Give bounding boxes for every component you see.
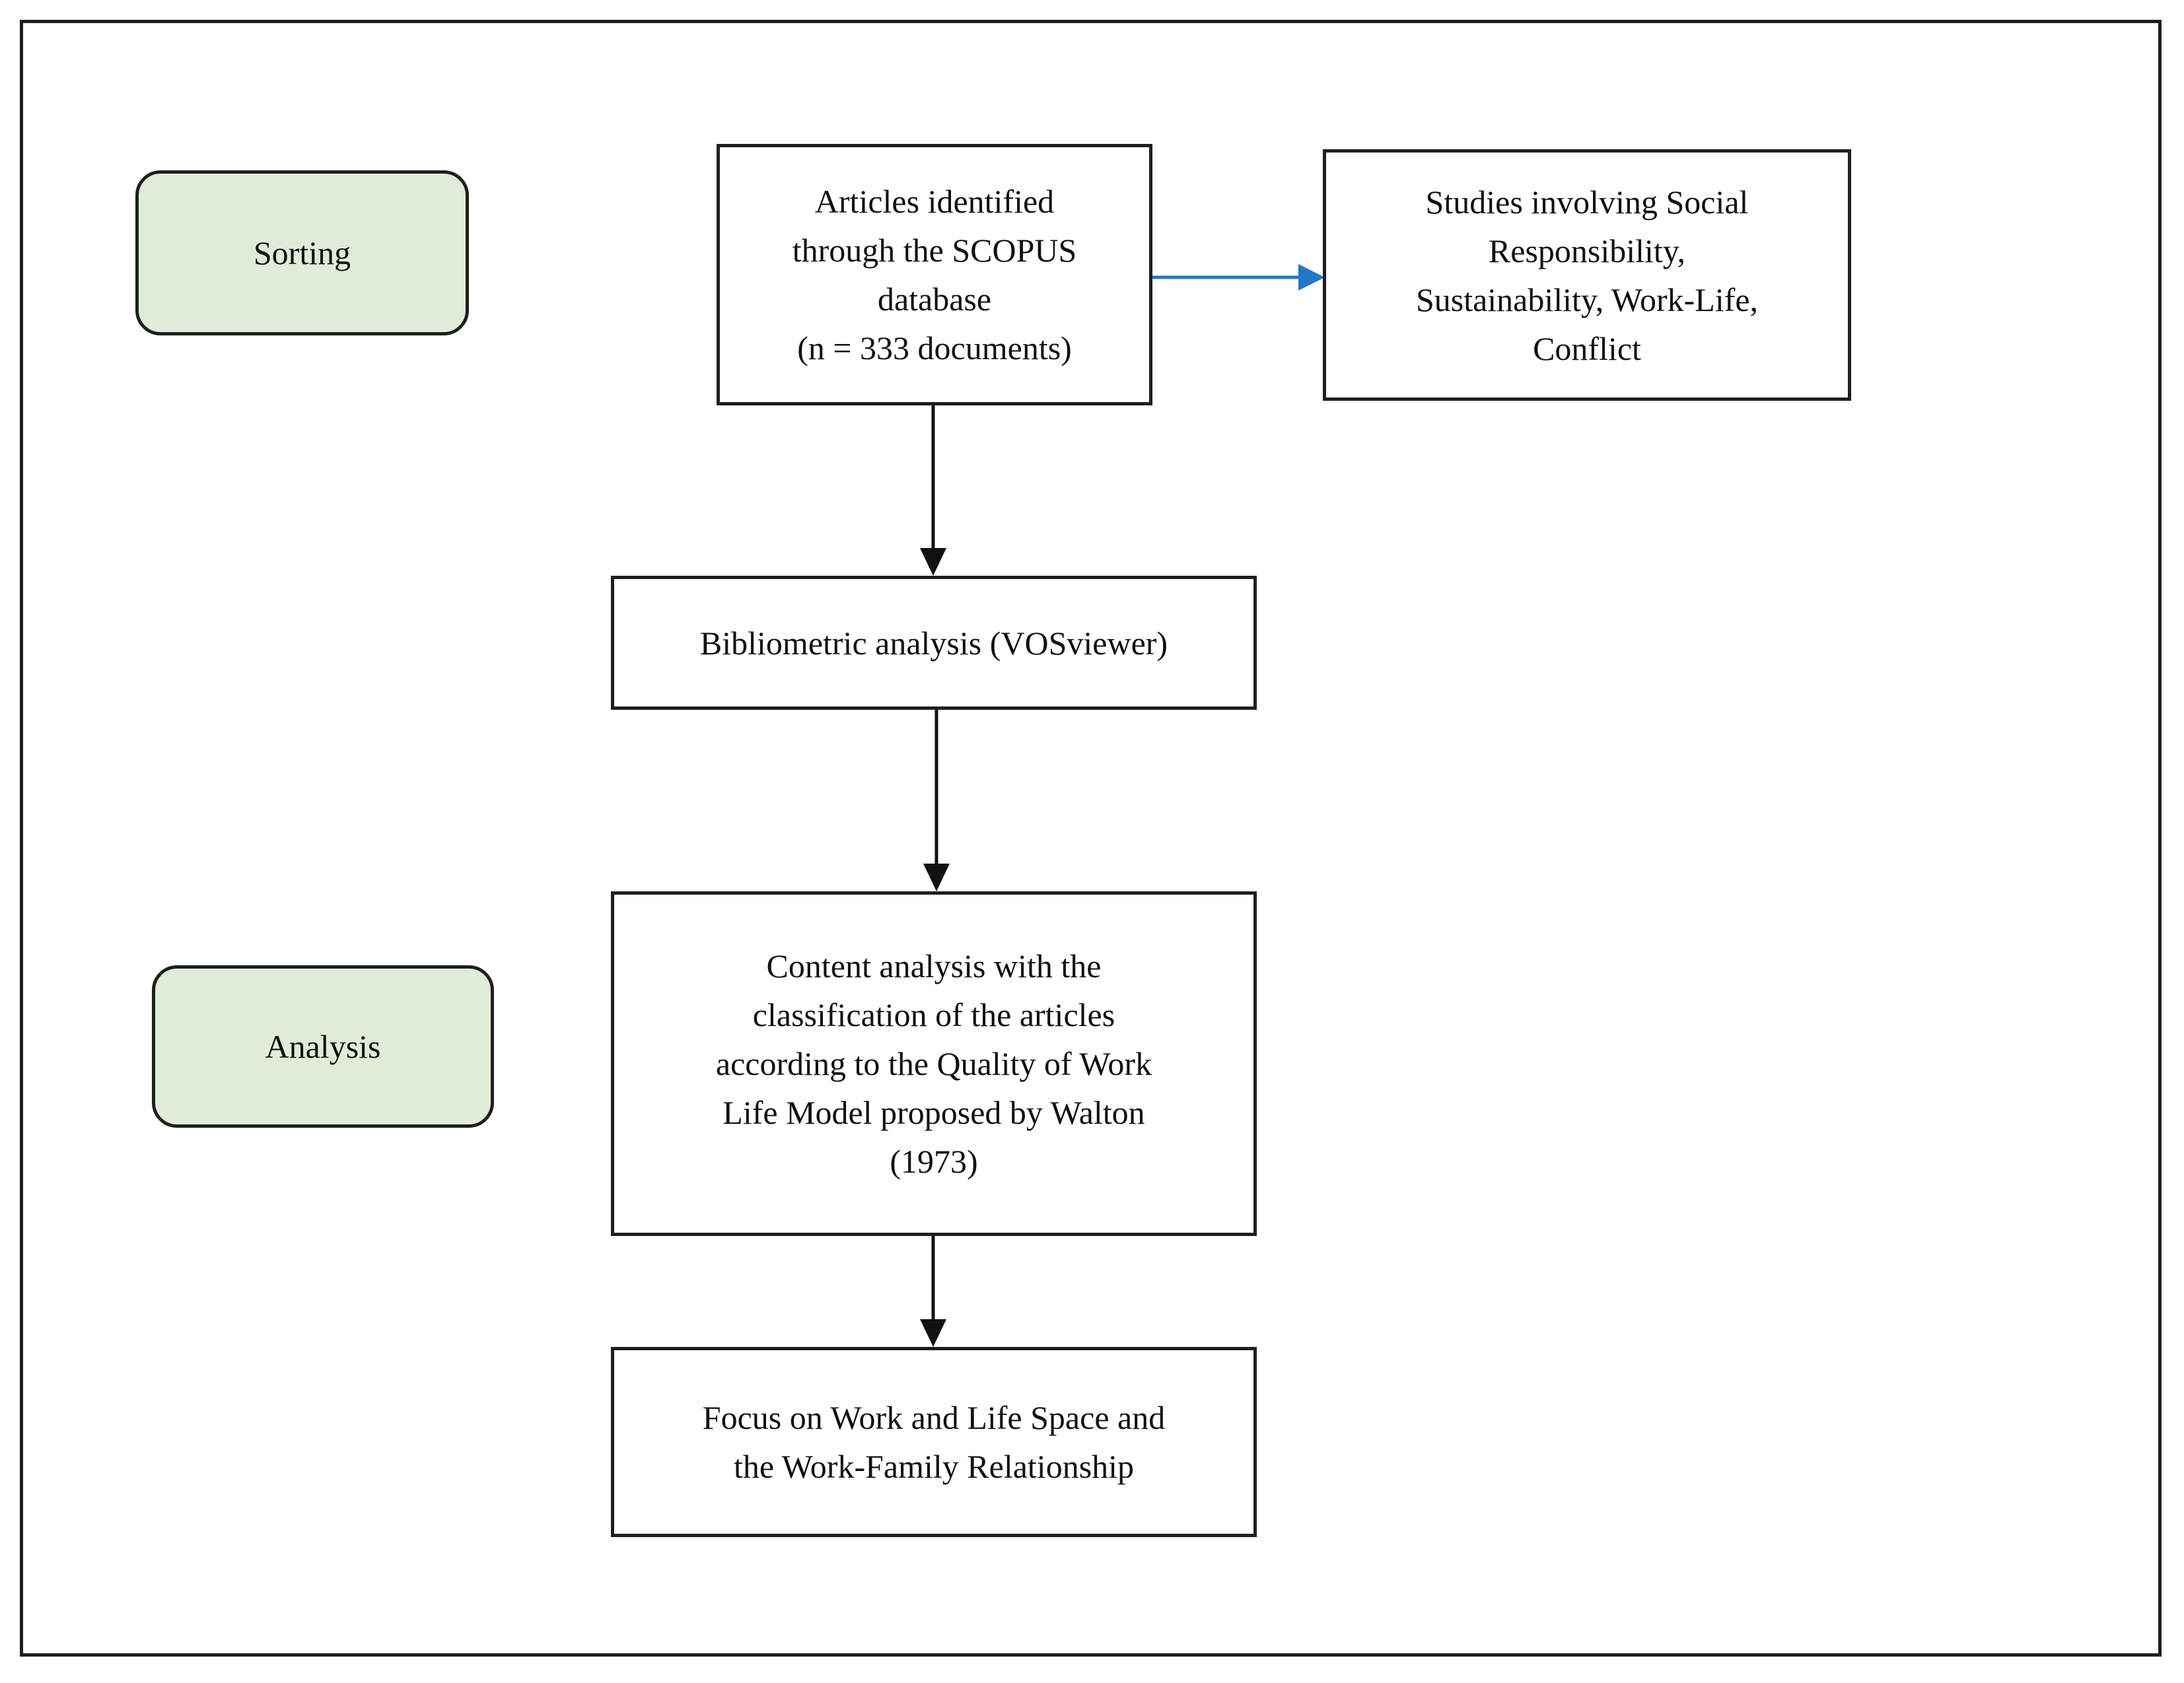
box-focus: Focus on Work and Life Space and the Wor…	[611, 1347, 1257, 1537]
box-content-label: Content analysis with the classification…	[715, 947, 1152, 1180]
stage-sorting: Sorting	[135, 170, 469, 335]
box-content: Content analysis with the classification…	[611, 891, 1257, 1236]
box-topics: Studies involving Social Responsibility,…	[1323, 149, 1851, 401]
box-bibliometric-label: Bibliometric analysis (VOSviewer)	[699, 624, 1168, 662]
box-scopus-label: Articles identified through the SCOPUS d…	[792, 183, 1077, 366]
box-topics-label: Studies involving Social Responsibility,…	[1415, 183, 1759, 367]
stage-analysis: Analysis	[152, 965, 494, 1128]
figure-frame	[20, 20, 2162, 1657]
box-scopus: Articles identified through the SCOPUS d…	[717, 144, 1152, 405]
stage-analysis-label: Analysis	[265, 1028, 381, 1065]
box-focus-label: Focus on Work and Life Space and the Wor…	[702, 1399, 1166, 1485]
box-bibliometric: Bibliometric analysis (VOSviewer)	[611, 576, 1257, 710]
stage-sorting-label: Sorting	[253, 234, 351, 271]
